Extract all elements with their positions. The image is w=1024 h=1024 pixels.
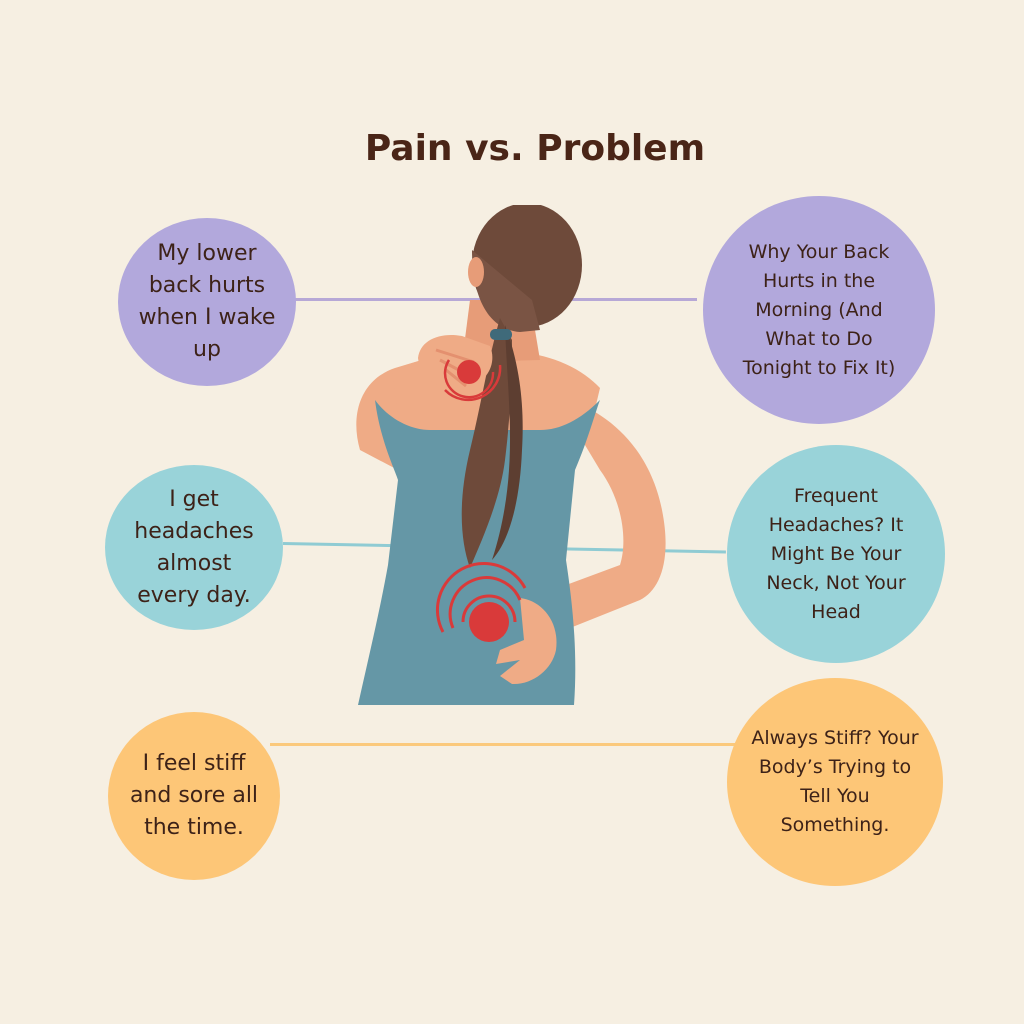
- problem-bubble-headache: Frequent Headaches? It Might Be Your Nec…: [727, 445, 945, 663]
- problem-text: Why Your Back Hurts in the Morning (And …: [742, 240, 896, 379]
- neck-pain-marker: [443, 359, 502, 402]
- connector-line-stiff: [270, 743, 735, 746]
- pain-text: My lower back hurts when I wake up: [138, 241, 276, 362]
- problem-bubble-back: Why Your Back Hurts in the Morning (And …: [703, 196, 935, 424]
- pain-bubble-stiff: I feel stiff and sore all the time.: [108, 712, 280, 880]
- pain-text: I feel stiff and sore all the time.: [129, 751, 259, 840]
- pain-bubble-back: My lower back hurts when I wake up: [118, 218, 296, 386]
- lower-back-pain-marker: [435, 561, 527, 642]
- pain-bubble-headache: I get headaches almost every day.: [105, 465, 283, 630]
- pain-text: I get headaches almost every day.: [134, 486, 254, 608]
- woman-neck-and-back-pain-icon: [330, 203, 690, 719]
- page-title: Pain vs. Problem: [364, 128, 706, 169]
- problem-text: Frequent Headaches? It Might Be Your Nec…: [766, 484, 906, 623]
- problem-text: Always Stiff? Your Body’s Trying to Tell…: [751, 727, 919, 836]
- problem-bubble-stiff: Always Stiff? Your Body’s Trying to Tell…: [727, 678, 943, 886]
